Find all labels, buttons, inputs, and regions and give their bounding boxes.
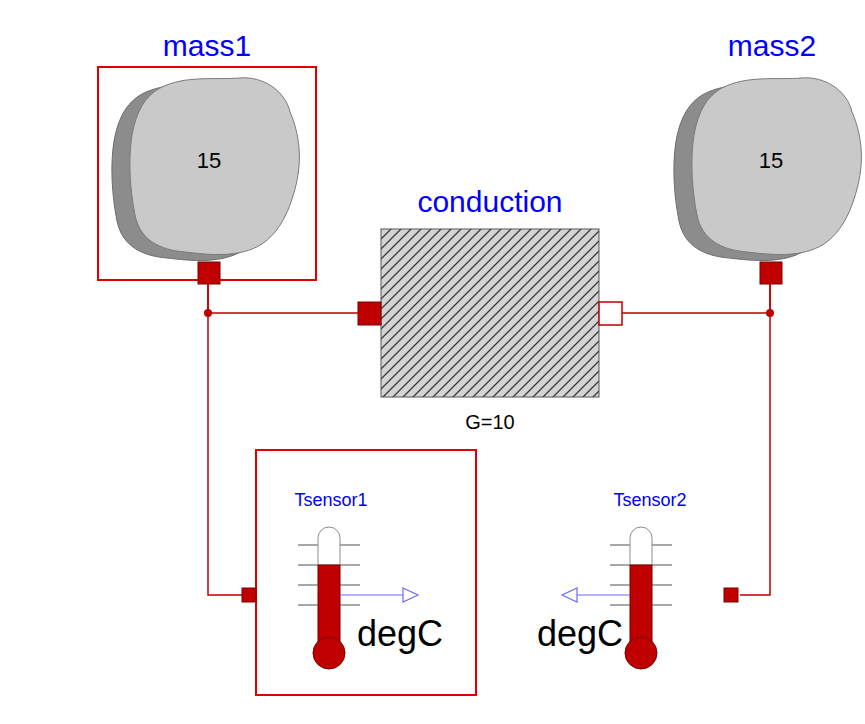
- junction-dot: [766, 309, 774, 317]
- conductor-block: [381, 229, 599, 397]
- parameter-value: 15: [197, 148, 221, 174]
- thermometer-icon: [298, 527, 360, 669]
- selection-frame: [98, 67, 316, 280]
- mass-component: mass1 15: [98, 28, 316, 280]
- junction-dot: [204, 309, 212, 317]
- conduction-component: conductionG=10: [381, 180, 599, 442]
- heat-port: [198, 262, 220, 284]
- component-name: mass1: [163, 28, 251, 64]
- heat-port-hollow: [599, 302, 622, 325]
- sensor-component: Tsensor2 degC: [530, 470, 740, 690]
- heat-port: [242, 588, 256, 602]
- signal-output: [562, 588, 630, 602]
- heat-port: [724, 588, 738, 602]
- component-name: Tsensor2: [613, 490, 686, 512]
- heat-port: [760, 262, 782, 284]
- heat-connection: [740, 280, 770, 595]
- component-name: conduction: [417, 184, 562, 220]
- component-name: Tsensor1: [294, 490, 367, 512]
- selection-frame: [256, 450, 476, 695]
- heat-port: [358, 302, 381, 325]
- parameter-value: G=10: [465, 410, 514, 434]
- unit-label: degC: [537, 612, 623, 655]
- mass-component: mass2 15: [690, 28, 854, 280]
- parameter-value: 15: [759, 148, 783, 174]
- mass-icon: [130, 78, 300, 255]
- component-name: mass2: [728, 28, 816, 64]
- heat-connection: [208, 280, 256, 595]
- unit-label: degC: [357, 612, 443, 655]
- sensor-component: Tsensor1 degC: [256, 450, 476, 695]
- signal-output: [340, 588, 418, 602]
- heat-connection: [599, 280, 770, 313]
- heat-connection: [208, 280, 381, 313]
- mass-icon: [692, 78, 862, 255]
